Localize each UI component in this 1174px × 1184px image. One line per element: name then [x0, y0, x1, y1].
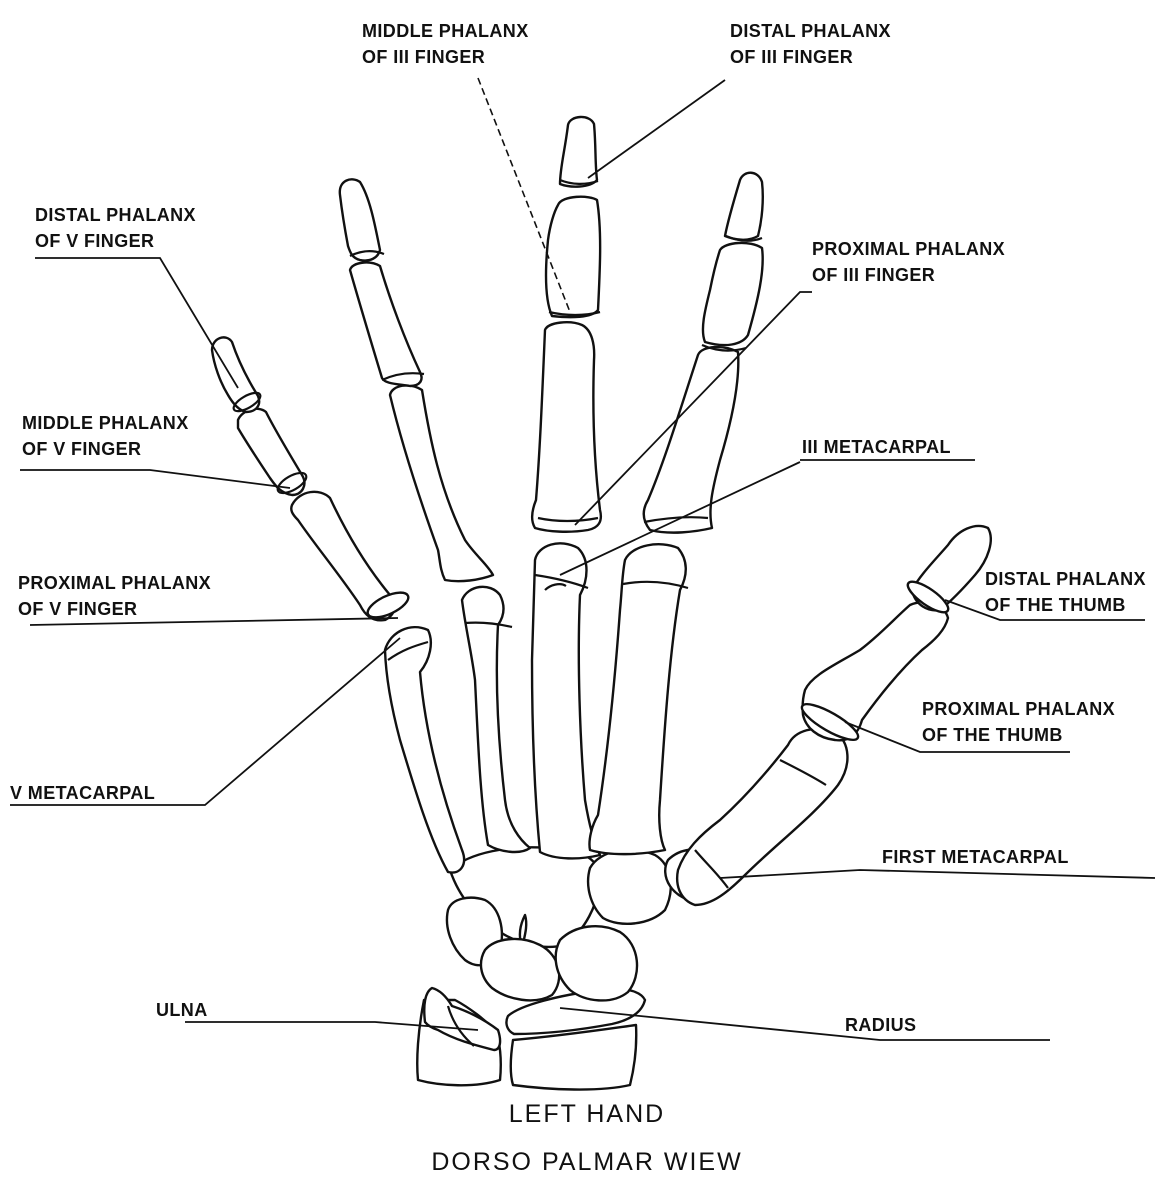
label-distal-phalanx-thumb: DISTAL PHALANX OF THE THUMB: [985, 566, 1146, 618]
label-middle-phalanx-v-finger: MIDDLE PHALANX OF V FINGER: [22, 410, 189, 462]
label-line: OF THE THUMB: [922, 722, 1115, 748]
label-line: MIDDLE PHALANX: [22, 410, 189, 436]
label-distal-phalanx-v-finger: DISTAL PHALANX OF V FINGER: [35, 202, 196, 254]
radius-bone: [506, 989, 645, 1090]
label-iii-metacarpal: III METACARPAL: [802, 434, 951, 460]
label-line: DISTAL PHALANX: [730, 18, 891, 44]
label-line: OF III FINGER: [812, 262, 1005, 288]
label-line: PROXIMAL PHALANX: [922, 696, 1115, 722]
caption-subtitle: DORSO PALMAR WIEW: [0, 1148, 1174, 1177]
label-proximal-phalanx-thumb: PROXIMAL PHALANX OF THE THUMB: [922, 696, 1115, 748]
label-line: V METACARPAL: [10, 780, 155, 806]
ulna-bone: [417, 988, 501, 1085]
caption-title: LEFT HAND: [0, 1100, 1174, 1129]
label-line: OF V FINGER: [22, 436, 189, 462]
label-line: FIRST METACARPAL: [882, 844, 1069, 870]
label-proximal-phalanx-iii-finger: PROXIMAL PHALANX OF III FINGER: [812, 236, 1005, 288]
label-distal-phalanx-iii-finger: DISTAL PHALANX OF III FINGER: [730, 18, 891, 70]
label-ulna: ULNA: [156, 997, 208, 1023]
label-line: OF III FINGER: [730, 44, 891, 70]
label-line: III METACARPAL: [802, 434, 951, 460]
label-line: ULNA: [156, 997, 208, 1023]
label-line: OF III FINGER: [362, 44, 529, 70]
iv-finger-bones: [340, 179, 530, 852]
iii-finger-bones: [532, 117, 601, 858]
label-radius: RADIUS: [845, 1012, 916, 1038]
ii-finger-bones: [589, 173, 762, 854]
label-line: OF THE THUMB: [985, 592, 1146, 618]
label-line: PROXIMAL PHALANX: [812, 236, 1005, 262]
label-line: PROXIMAL PHALANX: [18, 570, 211, 596]
label-line: OF V FINGER: [35, 228, 196, 254]
label-line: MIDDLE PHALANX: [362, 18, 529, 44]
label-line: RADIUS: [845, 1012, 916, 1038]
label-line: OF V FINGER: [18, 596, 211, 622]
label-v-metacarpal: V METACARPAL: [10, 780, 155, 806]
label-first-metacarpal: FIRST METACARPAL: [882, 844, 1069, 870]
label-line: DISTAL PHALANX: [985, 566, 1146, 592]
label-line: DISTAL PHALANX: [35, 202, 196, 228]
label-proximal-phalanx-v-finger: PROXIMAL PHALANX OF V FINGER: [18, 570, 211, 622]
label-middle-phalanx-iii-finger: MIDDLE PHALANX OF III FINGER: [362, 18, 529, 70]
